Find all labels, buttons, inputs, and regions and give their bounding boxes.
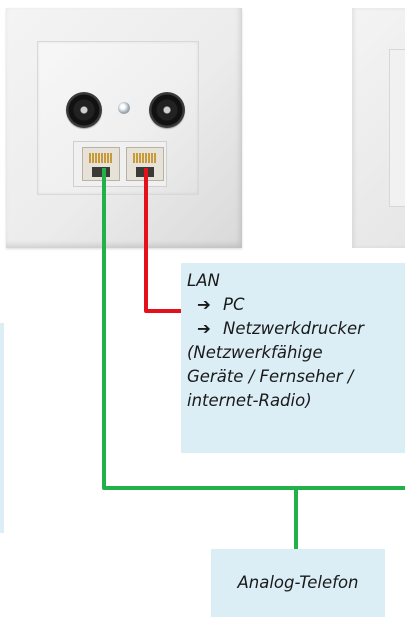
coax-radio-jack-icon <box>149 92 185 128</box>
lan-note-line: Geräte / Fernseher / <box>187 367 354 386</box>
phone-port-icon <box>82 147 120 181</box>
phone-cable <box>102 168 405 490</box>
partial-label-box <box>0 323 4 533</box>
phone-title: Analog-Telefon <box>237 573 359 592</box>
arrow-right-icon: ➔ <box>197 319 211 338</box>
indicator-led-icon <box>118 102 130 114</box>
lan-cable <box>144 168 181 313</box>
lan-title: LAN <box>187 271 220 290</box>
lan-item-printer: ➔Netzwerkdrucker <box>187 317 405 341</box>
lan-label-box: LAN ➔PC ➔Netzwerkdrucker (Netzwerkfähige… <box>181 263 405 453</box>
second-socket-insert <box>390 50 405 206</box>
lan-note-line: (Netzwerkfähige <box>187 343 323 362</box>
arrow-right-icon: ➔ <box>197 295 211 314</box>
coax-tv-jack-icon <box>66 92 102 128</box>
phone-label-box: Analog-Telefon <box>211 549 385 617</box>
lan-item-pc: ➔PC <box>187 293 405 317</box>
lan-note-line: internet-Radio) <box>187 391 312 410</box>
